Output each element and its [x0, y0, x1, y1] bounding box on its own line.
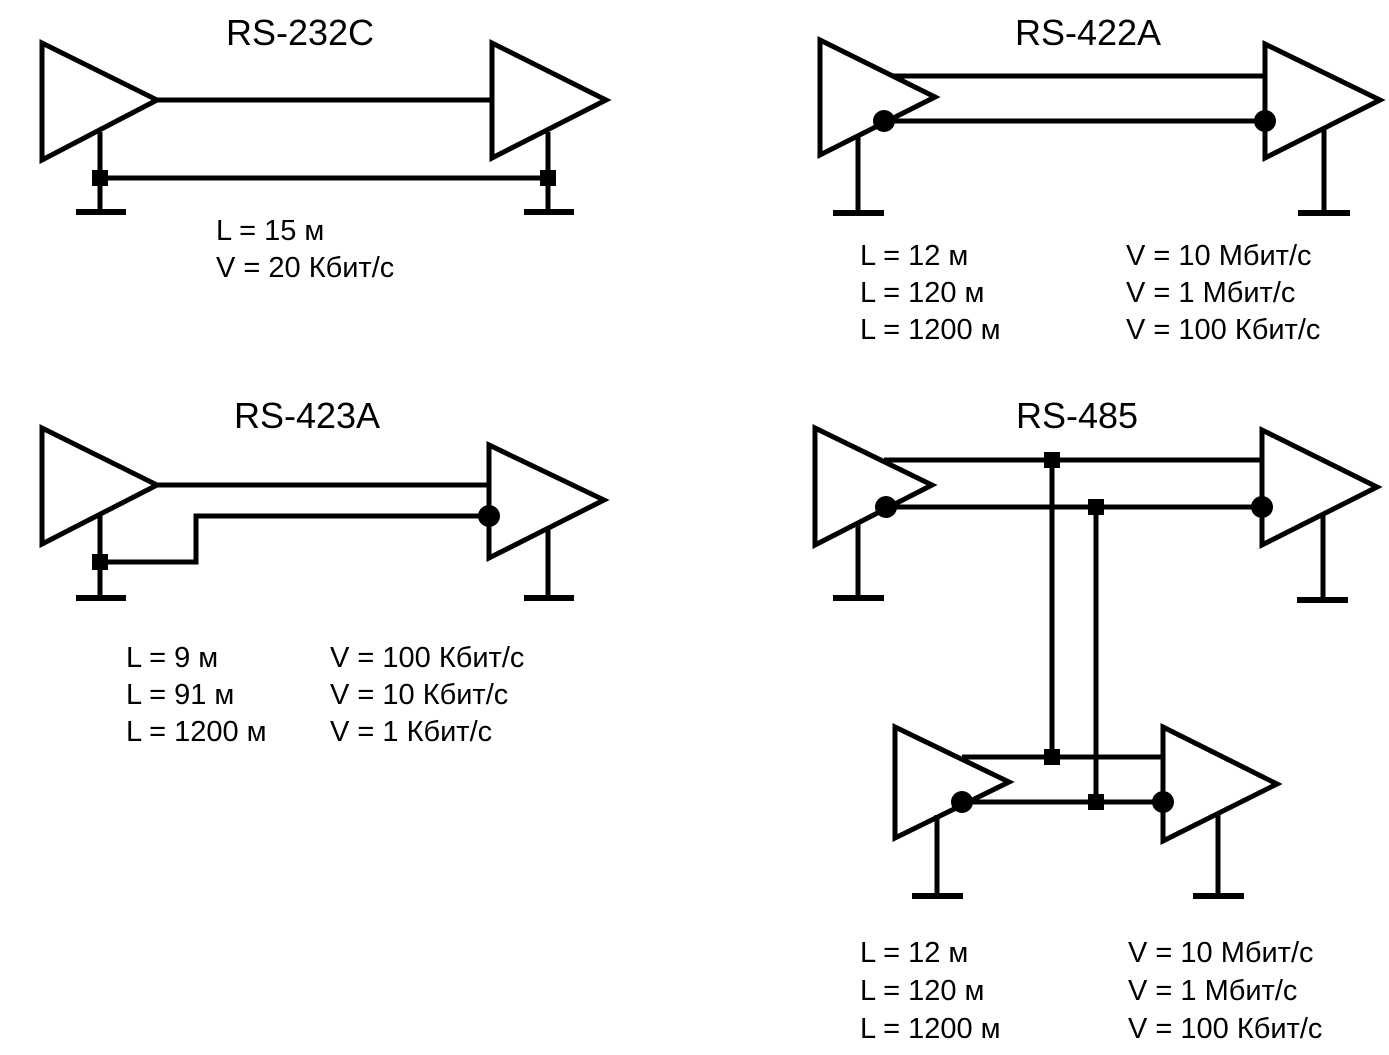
rs422a-panel: RS-422A L = 12 м L = 120 м L = 1200 м V …: [817, 12, 1386, 346]
rs485-junction-top-b: [1088, 499, 1104, 515]
rs485-title: RS-485: [1016, 395, 1138, 436]
rs423a-length-1: L = 9 м: [126, 642, 218, 674]
rs485-receiver-bottom-inverting-input: [1152, 791, 1174, 813]
rs423a-title: RS-423A: [234, 395, 380, 436]
rs232c-receiver: [489, 38, 612, 163]
rs232c-junction-left: [92, 170, 108, 186]
rs423a-driver: [39, 423, 163, 549]
rs423a-junction: [92, 554, 108, 570]
rs422a-length-2: L = 120 м: [860, 277, 984, 309]
rs485-driver-bottom-inverting-output: [951, 791, 973, 813]
rs232c-title: RS-232C: [226, 12, 374, 53]
rs422a-speed-3: V = 100 Кбит/с: [1126, 314, 1320, 346]
rs423a-length-2: L = 91 м: [126, 679, 234, 711]
rs485-length-2: L = 120 м: [860, 975, 984, 1007]
rs485-receiver-top-inverting-input: [1251, 496, 1273, 518]
rs422a-speed-1: V = 10 Мбит/с: [1126, 240, 1312, 272]
rs485-speed-1: V = 10 Мбит/с: [1128, 937, 1314, 969]
rs423a-speed-1: V = 100 Кбит/с: [330, 642, 524, 674]
rs485-panel: RS-485 L = 12 м L = 120 м L: [812, 395, 1383, 1045]
rs422a-receiver-inverting-input: [1254, 110, 1276, 132]
rs423a-length-3: L = 1200 м: [126, 716, 267, 748]
rs423a-speed-2: V = 10 Кбит/с: [330, 679, 508, 711]
rs485-speed-2: V = 1 Мбит/с: [1128, 975, 1297, 1007]
rs485-junction-top-a: [1044, 452, 1060, 468]
rs422a-title: RS-422A: [1015, 12, 1161, 53]
rs232c-length: L = 15 м: [216, 215, 324, 247]
rs232c-junction-right: [540, 170, 556, 186]
rs485-driver-bottom: [892, 723, 1015, 843]
rs423a-receiver: [486, 441, 610, 563]
rs232c-panel: RS-232C L = 15 м V = 20 Кбит/с: [39, 12, 612, 284]
rs423a-receiver-inverting-input: [478, 505, 500, 527]
rs485-junction-bottom-b: [1088, 794, 1104, 810]
rs232c-driver: [39, 38, 163, 165]
rs485-length-1: L = 12 м: [860, 937, 968, 969]
rs232c-speed: V = 20 Кбит/с: [216, 252, 394, 284]
rs485-junction-bottom-a: [1044, 749, 1060, 765]
rs423a-return-line: [100, 513, 489, 565]
rs423a-speed-3: V = 1 Кбит/с: [330, 716, 492, 748]
rs485-length-3: L = 1200 м: [860, 1013, 1001, 1045]
rs422a-driver: [817, 35, 941, 160]
rs422a-speed-2: V = 1 Мбит/с: [1126, 277, 1295, 309]
rs485-receiver-top: [1259, 425, 1383, 550]
rs485-driver-top-inverting-output: [875, 496, 897, 518]
rs422a-length-3: L = 1200 м: [860, 314, 1001, 346]
rs485-driver-top: [812, 424, 938, 550]
rs422a-receiver: [1262, 40, 1386, 163]
rs423a-panel: RS-423A L = 9 м L = 91 м L = 1200 м V = …: [39, 395, 610, 748]
rs485-speed-3: V = 100 Кбит/с: [1128, 1013, 1322, 1045]
rs422a-driver-inverting-output: [873, 110, 895, 132]
rs422a-length-1: L = 12 м: [860, 240, 968, 272]
